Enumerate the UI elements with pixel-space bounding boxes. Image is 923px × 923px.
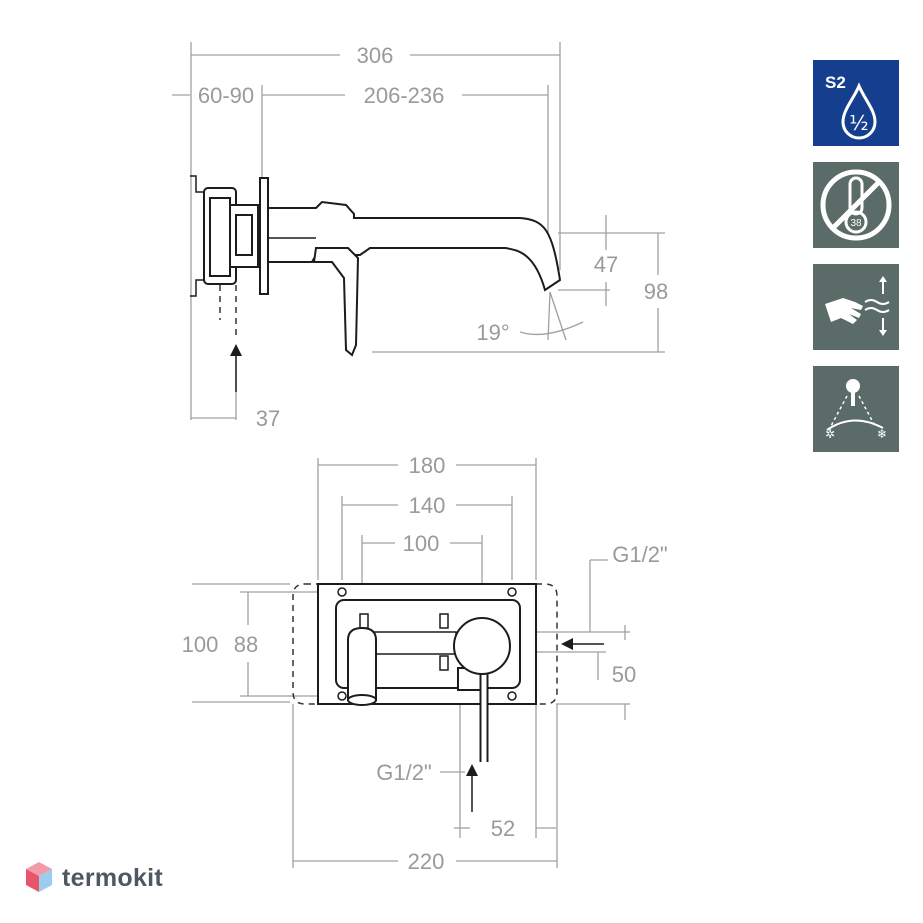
termokit-logo: termokit xyxy=(24,858,163,898)
hot-cold-spray-badge: ✲ ❄ xyxy=(813,366,899,452)
shower-head-icon xyxy=(846,379,860,393)
dim-220: 220 xyxy=(408,849,445,874)
s2-badge-bg xyxy=(813,60,899,146)
dim-306: 306 xyxy=(357,43,394,68)
dim-47: 47 xyxy=(594,252,618,277)
dim-52: 52 xyxy=(491,816,515,841)
dim-98: 98 xyxy=(644,279,668,304)
half-label: ½ xyxy=(849,111,868,135)
hand-icon xyxy=(825,298,863,324)
s2-half-badge: S2 ½ xyxy=(813,60,899,146)
rotation-arc-icon xyxy=(826,419,884,431)
dim-g12-bottom: G1/2" xyxy=(376,760,432,785)
dim-100-center: 100 xyxy=(403,531,440,556)
s2-label: S2 xyxy=(825,73,846,92)
dim-88: 88 xyxy=(234,632,258,657)
snowflake-icon: ❄ xyxy=(877,427,887,441)
thermometer-icon xyxy=(848,176,864,216)
side-view: 306 60-90 206-236 47 98 19° 37 xyxy=(172,42,668,431)
dim-180: 180 xyxy=(409,453,446,478)
sun-icon: ✲ xyxy=(825,427,835,441)
logo-text: termokit xyxy=(62,863,164,892)
no-temperature-badge: 38 xyxy=(813,162,899,248)
dim-50: 50 xyxy=(612,662,636,687)
dim-206-236: 206-236 xyxy=(364,83,445,108)
hand-flow-badge xyxy=(813,264,899,350)
dim-19-deg: 19° xyxy=(476,320,509,345)
water-drop-icon xyxy=(841,82,877,140)
dim-60-90: 60-90 xyxy=(198,83,254,108)
cube-logo-icon xyxy=(26,862,52,892)
prohibited-icon xyxy=(820,169,892,241)
dim-140: 140 xyxy=(409,493,446,518)
front-view: 180 140 100 100 88 G1/2" 50 xyxy=(182,453,668,874)
dim-100-height: 100 xyxy=(182,632,219,657)
dim-37: 37 xyxy=(256,406,280,431)
dim-g12-right: G1/2" xyxy=(612,542,668,567)
temp-38-label: 38 xyxy=(850,218,862,229)
